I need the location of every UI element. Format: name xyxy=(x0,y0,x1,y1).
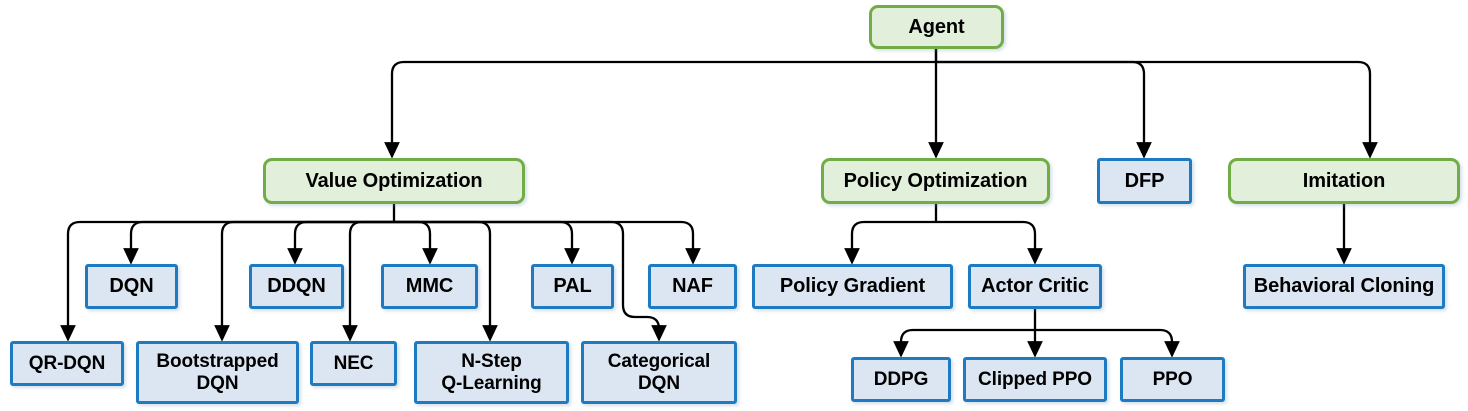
node-clipped-ppo[interactable]: Clipped PPO xyxy=(963,357,1107,402)
node-nec[interactable]: NEC xyxy=(310,341,397,386)
node-categorical-dqn[interactable]: Categorical DQN xyxy=(581,341,737,404)
node-dqn-label: DQN xyxy=(109,275,154,298)
edge-policy-optimization-policy-gradient xyxy=(844,204,938,265)
node-behavioral-cloning-label: Behavioral Cloning xyxy=(1253,275,1435,298)
edge-policy-optimization-actor-critic xyxy=(936,220,1043,265)
node-value-optimization-label: Value Optimization xyxy=(305,169,483,192)
edge-agent-dfp xyxy=(936,60,1152,159)
edge-value-optimization-ddqn xyxy=(287,220,394,265)
node-imitation[interactable]: Imitation xyxy=(1228,158,1460,204)
edge-value-optimization-dqn xyxy=(123,220,394,265)
node-policy-optimization-label: Policy Optimization xyxy=(843,169,1028,192)
node-qr-dqn-label: QR-DQN xyxy=(28,352,106,374)
node-agent-label: Agent xyxy=(908,15,965,38)
edge-actor-critic-ppo xyxy=(1035,328,1180,358)
node-actor-critic[interactable]: Actor Critic xyxy=(968,264,1102,309)
node-behavioral-cloning[interactable]: Behavioral Cloning xyxy=(1243,264,1445,309)
node-bootstrapped-dqn[interactable]: Bootstrapped DQN xyxy=(136,341,299,404)
node-bootstrapped-dqn-label: Bootstrapped DQN xyxy=(156,351,279,394)
node-ddpg-label: DDPG xyxy=(873,368,929,390)
node-policy-gradient[interactable]: Policy Gradient xyxy=(752,264,953,309)
edge-actor-critic-ddpg xyxy=(893,309,1037,358)
edge-value-optimization-pal xyxy=(394,220,580,265)
node-ddqn-label: DDQN xyxy=(267,275,326,298)
node-policy-optimization[interactable]: Policy Optimization xyxy=(821,158,1050,204)
node-imitation-label: Imitation xyxy=(1302,169,1386,192)
node-ppo-label: PPO xyxy=(1152,368,1193,390)
node-pal[interactable]: PAL xyxy=(531,264,614,309)
node-qr-dqn[interactable]: QR-DQN xyxy=(10,341,124,386)
node-policy-gradient-label: Policy Gradient xyxy=(779,275,926,298)
edge-value-optimization-mmc xyxy=(394,220,438,265)
node-n-step-q-learning-label: N-Step Q-Learning xyxy=(441,351,542,394)
edge-agent-value-optimization xyxy=(384,49,938,159)
edge-value-optimization-naf xyxy=(394,220,701,265)
node-pal-label: PAL xyxy=(553,275,592,298)
node-dfp[interactable]: DFP xyxy=(1097,158,1192,204)
node-dfp-label: DFP xyxy=(1124,169,1165,192)
node-ppo[interactable]: PPO xyxy=(1120,357,1225,402)
node-mmc[interactable]: MMC xyxy=(381,264,478,309)
node-dqn[interactable]: DQN xyxy=(85,264,178,309)
node-actor-critic-label: Actor Critic xyxy=(981,275,1089,298)
node-value-optimization[interactable]: Value Optimization xyxy=(263,158,525,204)
node-categorical-dqn-label: Categorical DQN xyxy=(607,351,711,394)
node-mmc-label: MMC xyxy=(405,275,454,298)
node-ddqn[interactable]: DDQN xyxy=(249,264,344,309)
node-nec-label: NEC xyxy=(333,352,374,374)
node-naf[interactable]: NAF xyxy=(648,264,737,309)
node-n-step-q-learning[interactable]: N-Step Q-Learning xyxy=(414,341,569,404)
node-clipped-ppo-label: Clipped PPO xyxy=(978,368,1092,390)
node-naf-label: NAF xyxy=(672,275,713,298)
node-agent[interactable]: Agent xyxy=(869,5,1004,49)
edge-agent-imitation xyxy=(936,60,1378,159)
node-ddpg[interactable]: DDPG xyxy=(851,357,951,402)
